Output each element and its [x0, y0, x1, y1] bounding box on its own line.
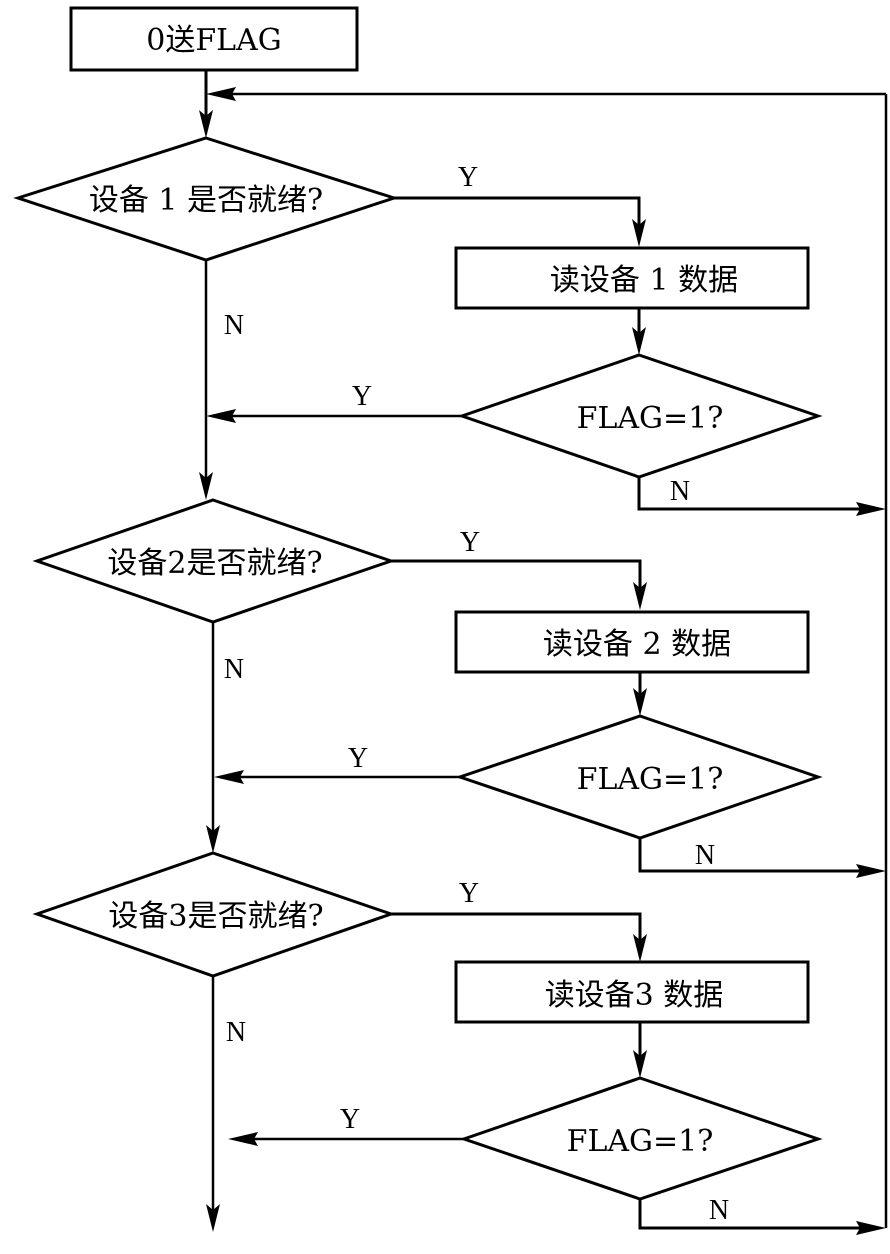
device-2-block: 设备2是否就绪? Y 读设备 2 数据 FLAG=1? Y N N	[32, 498, 886, 878]
start-node: 0送FLAG	[69, 6, 359, 72]
arrow-down-icon	[206, 1204, 220, 1232]
arrow-left-icon	[228, 1132, 258, 1146]
edge-d2-flag-no	[638, 838, 860, 873]
device-1-flag-label: FLAG=1?	[577, 401, 724, 436]
device-2-ready-yes-label: Y	[460, 527, 480, 558]
device-3-flag-label: FLAG=1?	[567, 1124, 714, 1159]
device-1-ready-yes-label: Y	[458, 162, 478, 193]
edge-d1-flag-no	[637, 477, 860, 511]
device-2-read-label: 读设备 2 数据	[543, 627, 731, 662]
arrow-left-icon	[206, 409, 236, 423]
arrow-down-icon	[633, 934, 647, 962]
arrow-right-icon	[856, 1221, 886, 1235]
device-3-read-box	[454, 960, 810, 1024]
arrow-down-icon	[633, 1050, 647, 1078]
arrow-down-icon	[633, 688, 647, 716]
arrow-down-icon	[633, 582, 647, 610]
device-1-flag-yes-label: Y	[352, 381, 372, 412]
arrow-down-icon	[206, 825, 220, 853]
device-3-flag-no-label: N	[709, 1195, 729, 1226]
device-1-ready-no-label: N	[224, 310, 244, 341]
device-2-flag-no-label: N	[695, 840, 715, 871]
device-3-block: 设备3是否就绪? Y 读设备3 数据 FLAG=1? Y N N	[32, 851, 886, 1235]
edge-d2-ready-yes	[391, 559, 642, 590]
device-2-ready-label: 设备2是否就绪?	[107, 546, 322, 581]
arrow-down-icon	[199, 110, 213, 138]
device-1-block: 设备 1 是否就绪? Y 读设备 1 数据 FLAG=1? Y N N	[13, 136, 886, 516]
device-1-read-box	[454, 246, 810, 310]
edge-d1-ready-yes	[394, 196, 641, 228]
arrow-down-icon	[632, 219, 646, 247]
arrow-right-icon	[856, 864, 886, 878]
device-3-ready-label: 设备3是否就绪?	[108, 899, 323, 934]
arrow-right-icon	[856, 502, 886, 516]
loop-back-edge	[206, 87, 888, 1228]
device-1-flag-no-label: N	[670, 476, 690, 507]
start-label: 0送FLAG	[146, 23, 281, 58]
device-3-ready-yes-label: Y	[459, 878, 479, 909]
device-1-read-label: 读设备 1 数据	[550, 263, 738, 298]
start-box	[69, 6, 359, 72]
device-2-flag-label: FLAG=1?	[577, 762, 724, 797]
device-2-read-box	[454, 610, 810, 674]
device-2-ready-no-label: N	[224, 654, 244, 685]
device-3-ready-no-label: N	[226, 1017, 246, 1048]
arrow-down-icon	[632, 327, 646, 355]
arrow-down-icon	[199, 472, 213, 500]
edge-d3-flag-no	[638, 1199, 860, 1230]
device-2-flag-yes-label: Y	[348, 743, 368, 774]
arrow-left-icon	[206, 87, 236, 101]
device-3-read-label: 读设备3 数据	[545, 978, 724, 1013]
edge-d3-ready-yes	[391, 912, 642, 943]
arrow-left-icon	[214, 770, 244, 784]
device-3-flag-yes-label: Y	[340, 1104, 360, 1135]
device-1-ready-label: 设备 1 是否就绪?	[89, 183, 323, 218]
